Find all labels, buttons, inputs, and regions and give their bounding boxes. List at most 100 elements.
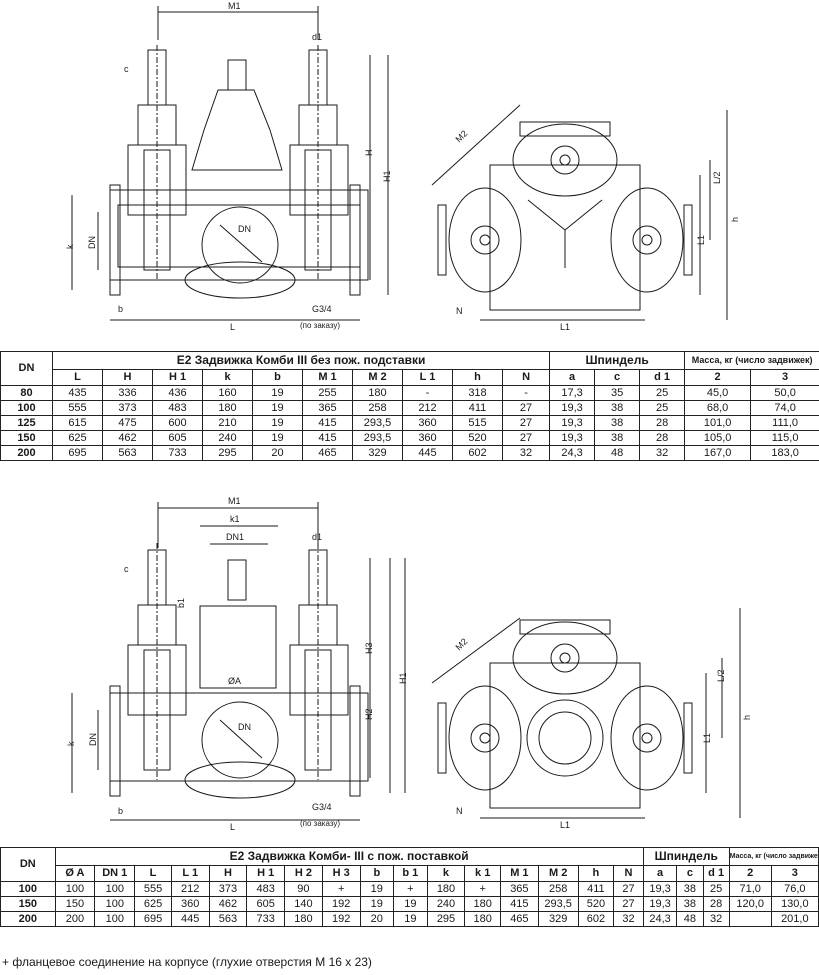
dim-m1-2: M1 bbox=[228, 496, 241, 506]
table-2-col-header: Ø A DN 1 L L 1 H H 1 H 2 H 3 b b 1 k k 1… bbox=[1, 865, 819, 882]
table-cell: 38 bbox=[594, 430, 641, 446]
dim-a-2: ØA bbox=[228, 676, 241, 686]
table-cell: 293,5 bbox=[352, 430, 403, 446]
col-header: M 1 bbox=[500, 865, 539, 882]
table-cell: 28 bbox=[702, 896, 730, 912]
table-cell: 76,0 bbox=[770, 881, 819, 897]
table-cell: - bbox=[402, 385, 453, 401]
dim-l1-h-2: L1 bbox=[560, 820, 570, 830]
col-header: L bbox=[52, 369, 103, 386]
table-cell: 483 bbox=[152, 400, 203, 416]
col-header: DN 1 bbox=[94, 865, 136, 882]
col-header: 2 bbox=[728, 865, 772, 882]
mass-header: Масса, кг (число задвижек) bbox=[684, 351, 819, 370]
dim-h: H bbox=[364, 150, 374, 157]
dim-k-2: k bbox=[66, 741, 76, 746]
dim-l1-v: L1 bbox=[696, 235, 706, 245]
col-header: M 2 bbox=[537, 865, 579, 882]
dim-h1-2: H1 bbox=[398, 672, 408, 684]
table-cell: 465 bbox=[302, 445, 353, 461]
col-header: k bbox=[202, 369, 253, 386]
dim-m2: M2 bbox=[454, 128, 470, 144]
table-cell: 415 bbox=[302, 415, 353, 431]
dim-h2-2: H2 bbox=[364, 708, 374, 720]
dim-l1-v-2: L1 bbox=[702, 733, 712, 743]
row-dn-cell: 200 bbox=[0, 911, 56, 927]
table-cell: 17,3 bbox=[549, 385, 596, 401]
dim-l: L bbox=[230, 322, 235, 332]
table-cell: 695 bbox=[52, 445, 103, 461]
table-cell: 365 bbox=[500, 881, 539, 897]
col-header: d 1 bbox=[639, 369, 686, 386]
col-header: Ø A bbox=[54, 865, 96, 882]
table-cell: 329 bbox=[537, 911, 579, 927]
col-header: c bbox=[676, 865, 704, 882]
table-cell: 483 bbox=[246, 881, 286, 897]
col-header: M 1 bbox=[302, 369, 353, 386]
table-cell: 625 bbox=[52, 430, 103, 446]
col-header: M 2 bbox=[352, 369, 403, 386]
col-header: H 1 bbox=[152, 369, 203, 386]
table-cell: 360 bbox=[402, 415, 453, 431]
table-cell: 27 bbox=[501, 430, 551, 446]
table-cell: 360 bbox=[170, 896, 210, 912]
dim-c-2: c bbox=[124, 564, 129, 574]
table-cell: 90 bbox=[284, 881, 323, 897]
dim-dn-2: DN bbox=[88, 733, 98, 746]
table-cell: 28 bbox=[639, 415, 686, 431]
table-cell: 445 bbox=[170, 911, 210, 927]
dim-l-2: L bbox=[230, 822, 235, 832]
table-cell: 180 bbox=[202, 400, 253, 416]
drawing-1: M1 d1 c DN k DN b H H1 L G3/4 (по заказу… bbox=[0, 0, 819, 345]
col-header: h bbox=[577, 865, 615, 882]
dim-n-2: N bbox=[456, 806, 463, 816]
table-cell: 120,0 bbox=[728, 896, 772, 912]
dim-g34-2: G3/4 bbox=[312, 802, 332, 812]
col-header: H 3 bbox=[321, 865, 361, 882]
table-cell: 48 bbox=[594, 445, 641, 461]
table-cell: 180 bbox=[426, 881, 466, 897]
table-cell: 602 bbox=[452, 445, 503, 461]
table-cell: 520 bbox=[577, 896, 615, 912]
table-cell: 32 bbox=[613, 911, 644, 927]
table-cell: 411 bbox=[577, 881, 615, 897]
col-header: h bbox=[452, 369, 503, 386]
table-cell: 293,5 bbox=[537, 896, 579, 912]
table-cell: 19 bbox=[359, 881, 395, 897]
table-cell: 25 bbox=[639, 385, 686, 401]
dn-header: DN bbox=[0, 351, 53, 386]
dim-order-2: (по заказу) bbox=[300, 819, 340, 828]
table-cell: 515 bbox=[452, 415, 503, 431]
table-cell: 180 bbox=[352, 385, 403, 401]
table-cell: 373 bbox=[208, 881, 248, 897]
table-cell: 180 bbox=[464, 896, 501, 912]
table-cell: 100 bbox=[54, 881, 96, 897]
table-1-group-header: DN E2 Задвижка Комби III без пож. подста… bbox=[0, 351, 819, 386]
table-cell: 130,0 bbox=[770, 896, 819, 912]
table-cell: 360 bbox=[402, 430, 453, 446]
table-cell: 19 bbox=[252, 430, 303, 446]
table-cell: 192 bbox=[321, 911, 361, 927]
table-cell: 733 bbox=[246, 911, 286, 927]
table-cell: 210 bbox=[202, 415, 253, 431]
table-cell: 436 bbox=[152, 385, 203, 401]
col-header: 2 bbox=[684, 369, 752, 386]
table-cell: 167,0 bbox=[684, 445, 752, 461]
col-header: k 1 bbox=[464, 865, 501, 882]
table-cell: 180 bbox=[284, 911, 323, 927]
table-cell: 600 bbox=[152, 415, 203, 431]
col-header: H bbox=[208, 865, 248, 882]
table-cell: 415 bbox=[500, 896, 539, 912]
table-cell: 200 bbox=[54, 911, 96, 927]
table-cell: 475 bbox=[102, 415, 153, 431]
top-view-2: M2 L/2 h L1 L1 N bbox=[431, 608, 752, 830]
table-cell: 520 bbox=[452, 430, 503, 446]
table-cell: 32 bbox=[639, 445, 686, 461]
table-cell: 160 bbox=[202, 385, 253, 401]
dim-d1: d1 bbox=[312, 32, 322, 42]
table-cell: 28 bbox=[639, 430, 686, 446]
col-header: H 2 bbox=[284, 865, 323, 882]
col-header: b bbox=[252, 369, 303, 386]
